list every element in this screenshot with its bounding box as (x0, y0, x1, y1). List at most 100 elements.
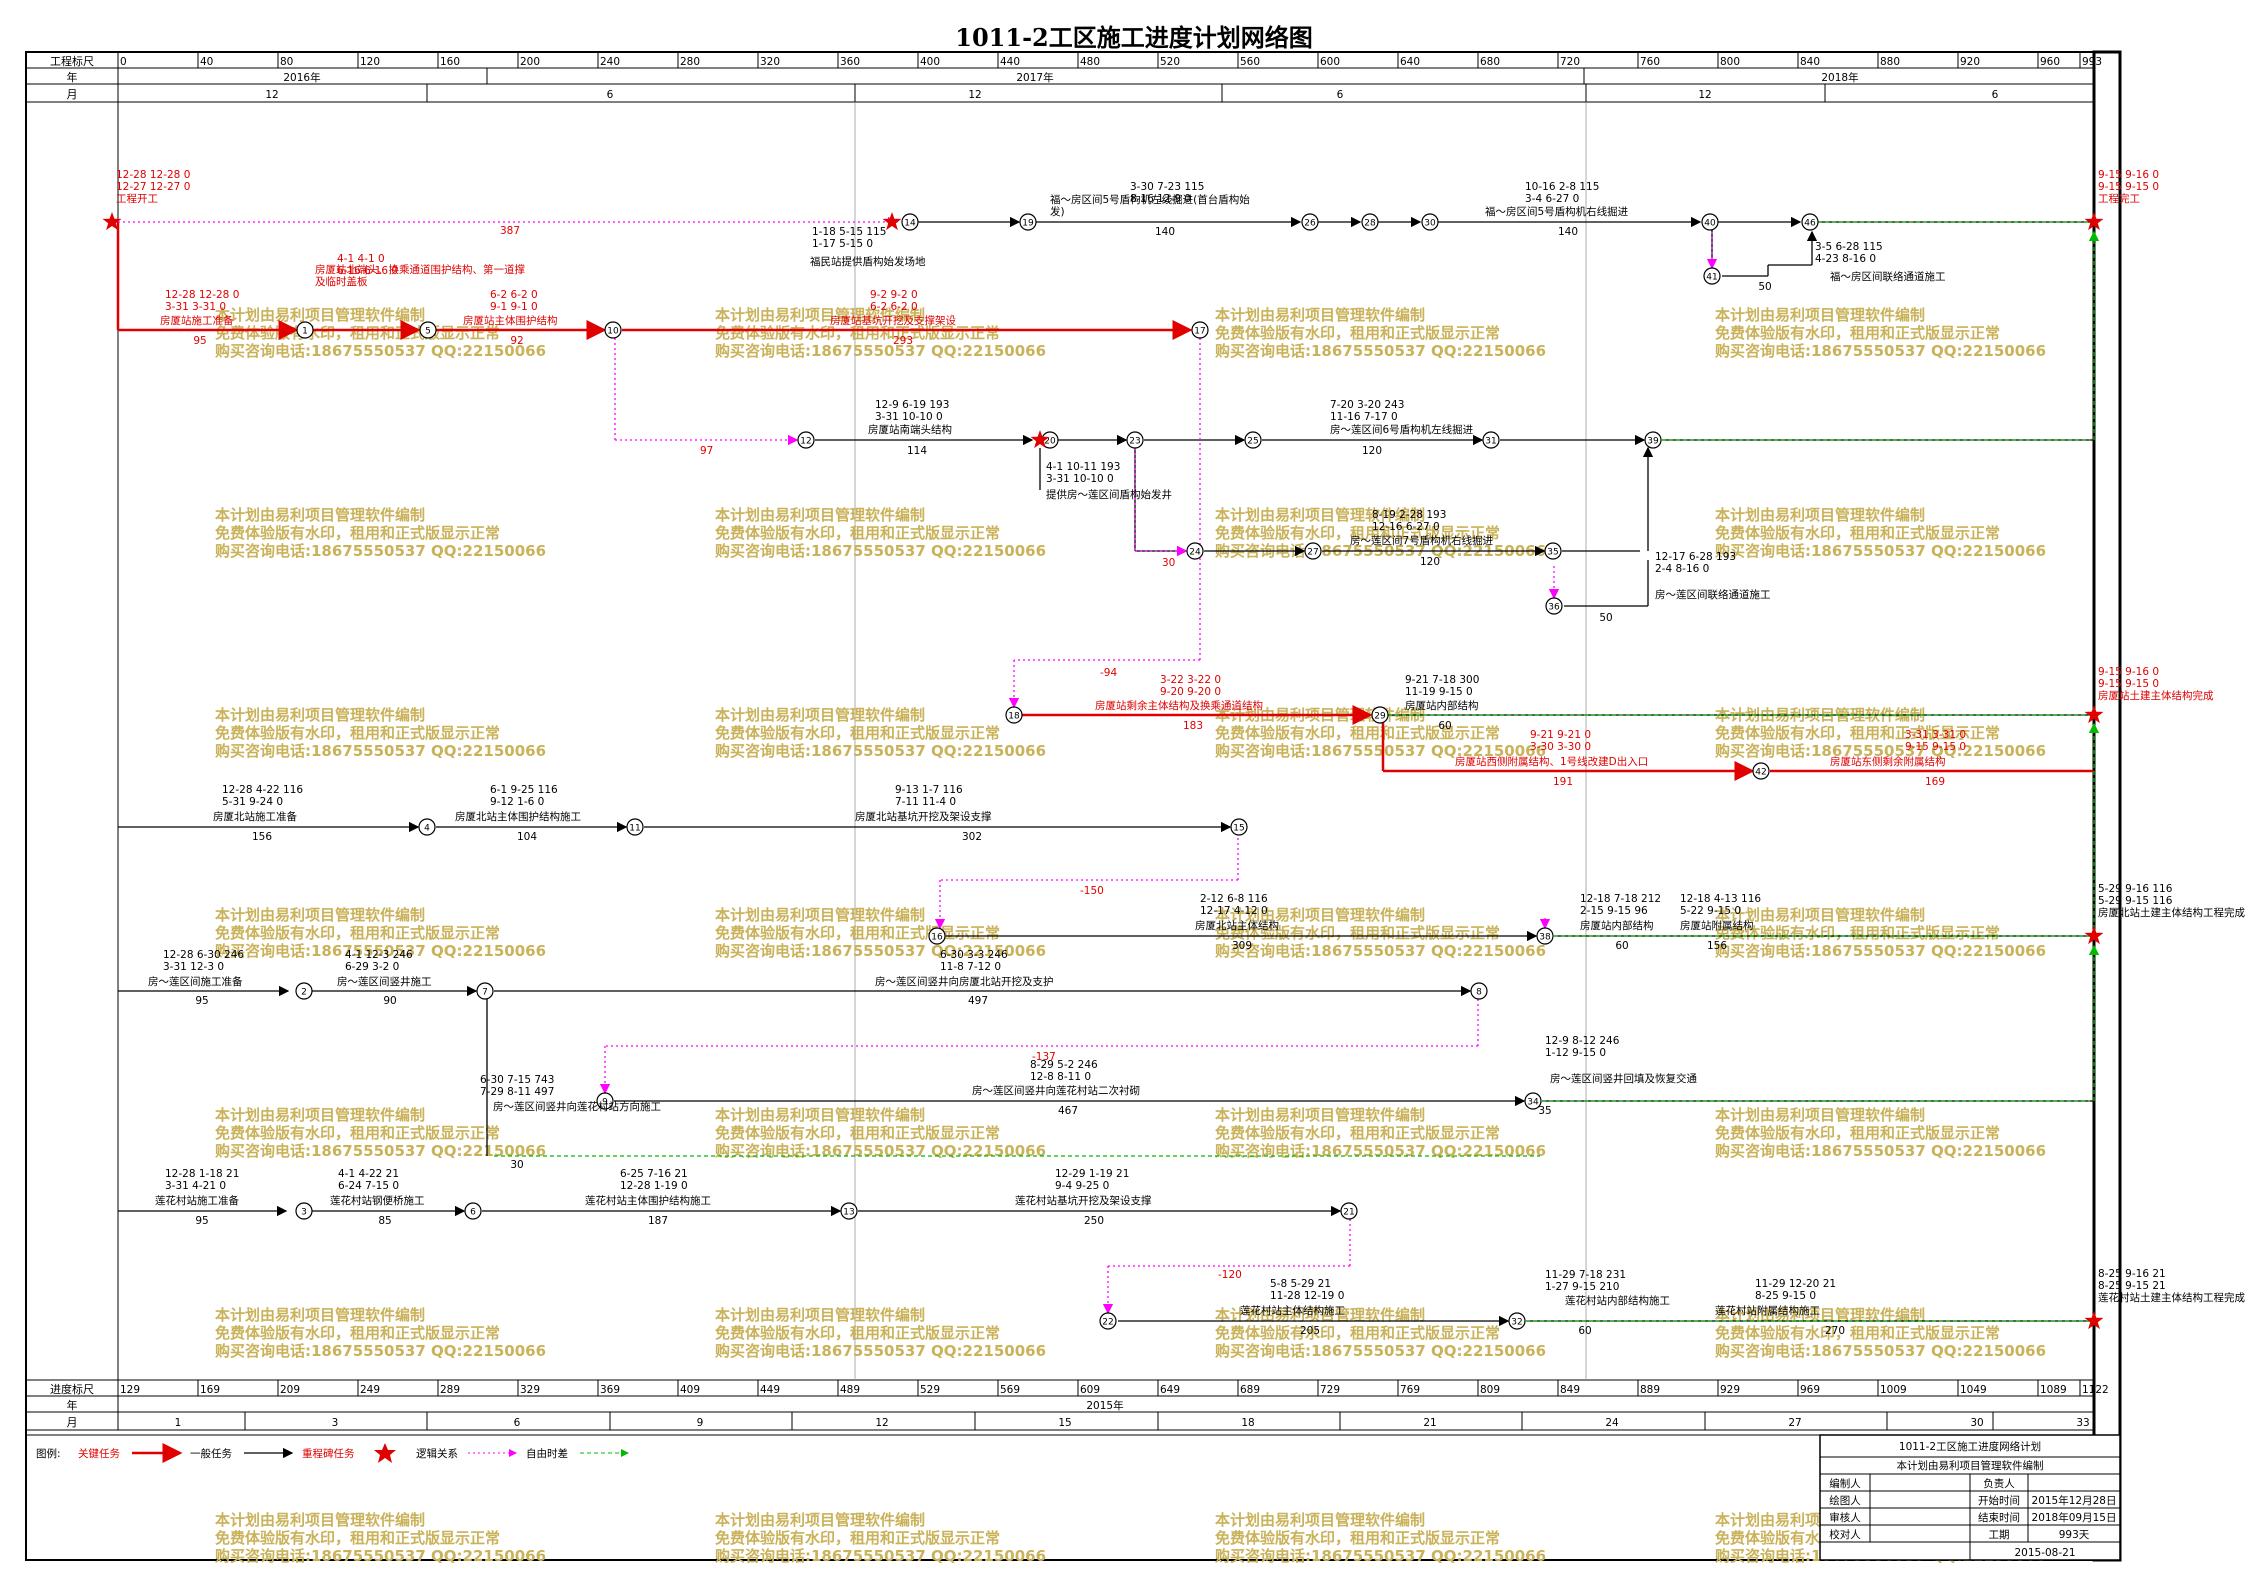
task-duration: 120 (1362, 445, 1382, 457)
svg-text:本计划由易利项目管理软件编制: 本计划由易利项目管理软件编制 (215, 1511, 425, 1529)
svg-text:6: 6 (470, 1208, 476, 1218)
task-dates-late: 3-31 10-10 0 (875, 411, 943, 423)
svg-text:本计划由易利项目管理软件编制: 本计划由易利项目管理软件编制 (1715, 306, 1925, 324)
watermark: 本计划由易利项目管理软件编制免费体验版有水印，租用和正式版显示正常购买咨询电话:… (1715, 306, 2046, 360)
svg-text:38: 38 (1539, 933, 1551, 943)
task-dates-early: 4-1 4-1 0 (337, 253, 385, 265)
bottom-month: 27 (1788, 1417, 1801, 1429)
svg-text:29: 29 (1374, 712, 1386, 722)
top-tick-label: 480 (1080, 56, 1100, 68)
task-label: 房厦站南端头结构 (868, 423, 952, 436)
float-value: 30 (1162, 557, 1175, 569)
task-label: 房～莲区间竖井施工 (337, 975, 432, 988)
watermark: 本计划由易利项目管理软件编制免费体验版有水印，租用和正式版显示正常购买咨询电话:… (715, 1306, 1046, 1360)
task-dates-early: 5-8 5-29 21 (1270, 1278, 1331, 1290)
svg-text:9: 9 (602, 1098, 608, 1108)
task-duration: 497 (968, 995, 988, 1007)
info-key: 编制人 (1829, 1477, 1861, 1490)
task-dates-late: 7-29 8-11 497 (480, 1086, 554, 1098)
task-duration: 156 (252, 831, 272, 843)
task-dates-late: 12-16 6-27 0 (1372, 521, 1440, 533)
svg-text:免费体验版有水印，租用和正式版显示正常: 免费体验版有水印，租用和正式版显示正常 (215, 524, 500, 542)
svg-text:16: 16 (931, 933, 943, 943)
info-key: 工期 (1989, 1529, 2010, 1541)
svg-text:32: 32 (1511, 1318, 1522, 1328)
svg-text:购买咨询电话:18675550537 QQ:22150066: 购买咨询电话:18675550537 QQ:22150066 (215, 742, 546, 760)
node-29: 29 (1371, 706, 1389, 724)
info-key: 绘图人 (1829, 1494, 1861, 1507)
bottom-tick-label: 249 (360, 1384, 380, 1396)
milestone-dates-late: 9-15 9-15 0 (2098, 678, 2159, 690)
node-28: 28 (1361, 213, 1379, 231)
svg-text:免费体验版有水印，租用和正式版显示正常: 免费体验版有水印，租用和正式版显示正常 (1215, 924, 1500, 942)
task-dates-early: 12-18 4-13 116 (1680, 893, 1761, 905)
svg-text:本计划由易利项目管理软件编制: 本计划由易利项目管理软件编制 (1215, 1106, 1425, 1124)
task-duration: 309 (1232, 940, 1252, 952)
info-key: 负责人 (1983, 1477, 2015, 1490)
milestone-dates-late: 5-29 9-15 116 (2098, 895, 2173, 907)
task-label: 房厦北站施工准备 (213, 810, 297, 823)
task-dates-late: 9-1 9-1 0 (490, 301, 538, 313)
task-dates-late: 5-31 9-24 0 (222, 796, 283, 808)
top-tick-label: 880 (1880, 56, 1900, 68)
bottom-month: 9 (697, 1417, 704, 1429)
legend-critical-label: 关键任务 (78, 1447, 120, 1460)
top-tick-label: 200 (520, 56, 540, 68)
top-tick-label: 40 (200, 56, 213, 68)
task-duration: 187 (648, 1215, 668, 1227)
svg-text:17: 17 (1194, 327, 1205, 337)
task-dates-late: 8-16 12-9 0 (1130, 193, 1191, 205)
info-value: 2015年12月28日 (2032, 1494, 2117, 1507)
svg-text:免费体验版有水印，租用和正式版显示正常: 免费体验版有水印，租用和正式版显示正常 (215, 1529, 500, 1547)
task-label: 房～莲区间联络通道施工 (1655, 588, 1771, 601)
task-label: 房～莲区间施工准备 (148, 975, 243, 988)
node-22: 22 (1099, 1312, 1117, 1330)
watermark: 本计划由易利项目管理软件编制免费体验版有水印，租用和正式版显示正常购买咨询电话:… (1215, 706, 1546, 760)
task-duration: 270 (1825, 1325, 1845, 1337)
svg-text:购买咨询电话:18675550537 QQ:22150066: 购买咨询电话:18675550537 QQ:22150066 (215, 1342, 546, 1360)
bottom-month: 12 (875, 1417, 888, 1429)
task-label: 福～房区间5号盾构机左线掘进(首台盾构始 (1050, 193, 1250, 206)
svg-text:免费体验版有水印，租用和正式版显示正常: 免费体验版有水印，租用和正式版显示正常 (215, 1124, 500, 1142)
milestone-dates-early: 5-29 9-16 116 (2098, 883, 2173, 895)
svg-text:本计划由易利项目管理软件编制: 本计划由易利项目管理软件编制 (1715, 506, 1925, 524)
svg-text:购买咨询电话:18675550537 QQ:22150066: 购买咨询电话:18675550537 QQ:22150066 (715, 742, 1046, 760)
float-value: 97 (700, 445, 713, 457)
task-label: 房厦站基坑开挖及支撑架设 (830, 314, 956, 327)
task-dates-late: 9-20 9-20 0 (1160, 686, 1221, 698)
svg-text:购买咨询电话:18675550537 QQ:22150066: 购买咨询电话:18675550537 QQ:22150066 (1715, 1142, 2046, 1160)
svg-text:购买咨询电话:18675550537 QQ:22150066: 购买咨询电话:18675550537 QQ:22150066 (1215, 1342, 1546, 1360)
legend-title: 图例: (36, 1447, 61, 1460)
svg-text:35: 35 (1547, 548, 1558, 558)
task-dates-late: 8-25 9-15 0 (1755, 1290, 1816, 1302)
top-month-5: 12 (1698, 89, 1711, 101)
svg-text:1: 1 (302, 327, 308, 337)
top-tick-label: 800 (1720, 56, 1740, 68)
bottom-tick-label: 529 (920, 1384, 940, 1396)
task-dates-late: 12-28 1-19 0 (620, 1180, 688, 1192)
task-dates-late: 3-31 4-21 0 (165, 1180, 226, 1192)
svg-text:30: 30 (1424, 219, 1436, 229)
bottom-tick-label: 1049 (1960, 1384, 1987, 1396)
node-17: 17 (1191, 321, 1209, 339)
task-dates-late: 6-24 7-15 0 (338, 1180, 399, 1192)
svg-text:购买咨询电话:18675550537 QQ:22150066: 购买咨询电话:18675550537 QQ:22150066 (715, 342, 1046, 360)
svg-text:免费体验版有水印，租用和正式版显示正常: 免费体验版有水印，租用和正式版显示正常 (1715, 924, 2000, 942)
task-dates-early: 12-29 1-19 21 (1055, 1168, 1129, 1180)
task-duration: 90 (383, 995, 396, 1007)
top-tick-label: 600 (1320, 56, 1340, 68)
bottom-tick-label: 649 (1160, 1384, 1180, 1396)
task-duration: 169 (1925, 776, 1945, 788)
legend: 图例: 关键任务 一般任务 重程碑任务 逻辑关系 自由时差 (26, 1434, 2094, 1463)
svg-text:购买咨询电话:18675550537 QQ:22150066: 购买咨询电话:18675550537 QQ:22150066 (215, 942, 546, 960)
float-value: 387 (500, 225, 520, 237)
